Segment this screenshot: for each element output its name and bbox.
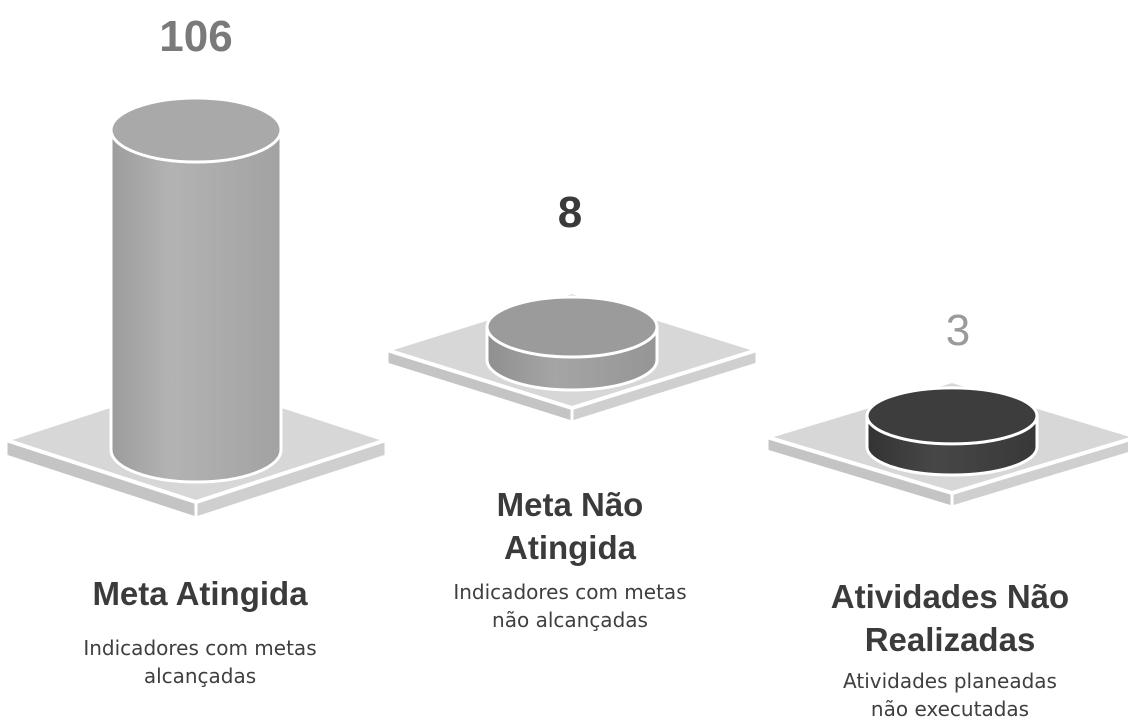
title-line: Atingida: [504, 529, 636, 566]
desc-meta-nao-atingida: Indicadores com metas não alcançadas: [400, 578, 740, 634]
bar-meta-atingida: [109, 128, 283, 484]
bar-top-atividades-nao-realizadas: [865, 386, 1039, 446]
value-label-meta-atingida: 106: [159, 12, 233, 61]
desc-line: alcançadas: [143, 664, 257, 688]
bar-group-meta-atingida: [0, 96, 393, 521]
title-line: Realizadas: [864, 621, 1036, 658]
value-label-atividades-nao-realizadas: 3: [945, 306, 971, 355]
title-meta-nao-atingida: Meta Não Atingida: [410, 483, 730, 569]
desc-line: Indicadores com metas: [453, 580, 687, 604]
desc-line: não alcançadas: [492, 608, 648, 632]
title-line: Meta Não: [496, 486, 644, 523]
bar-top-meta-atingida: [109, 96, 283, 164]
desc-atividades-nao-realizadas: Atividades planeadas não executadas: [780, 667, 1120, 723]
title-line: Atividades Não: [830, 578, 1070, 615]
bar-top-meta-nao-atingida: [485, 295, 659, 359]
desc-line: não executadas: [870, 697, 1030, 721]
desc-line: Indicadores com metas: [83, 636, 317, 660]
bar-group-meta-nao-atingida: [380, 289, 764, 425]
title-line: Meta Atingida: [92, 575, 308, 612]
desc-line: Atividades planeadas: [843, 669, 1057, 693]
bar-group-atividades-nao-realizadas: [760, 378, 1128, 510]
value-label-meta-nao-atingida: 8: [557, 188, 583, 237]
title-atividades-nao-realizadas: Atividades Não Realizadas: [780, 575, 1120, 661]
title-meta-atingida: Meta Atingida: [40, 572, 360, 615]
desc-meta-atingida: Indicadores com metas alcançadas: [30, 634, 370, 690]
